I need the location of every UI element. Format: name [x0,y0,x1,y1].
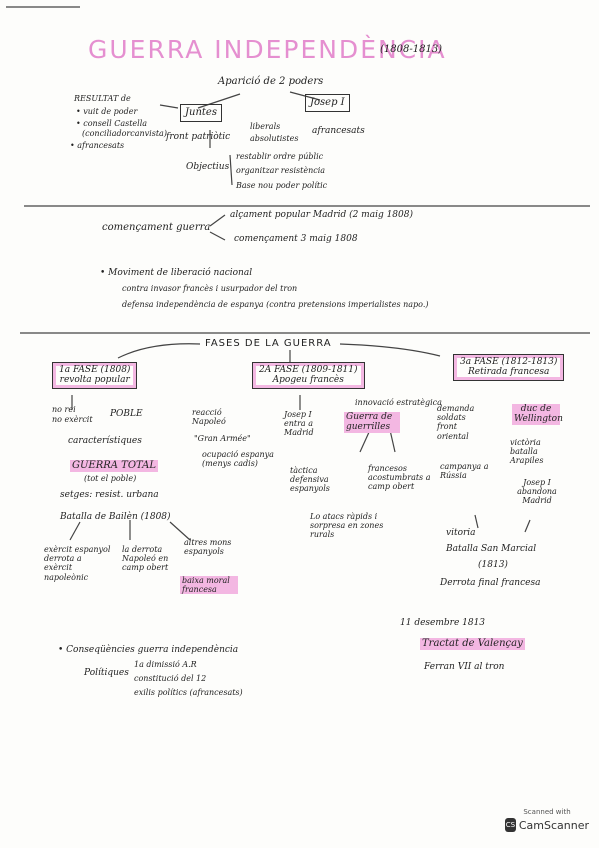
objectiu-item: Base nou poder polític [236,181,328,190]
front-label: front patriòtic [166,132,231,142]
f2-item: reacció Napoleó [192,408,226,427]
f3-item: demanda soldats front oriental [437,404,475,441]
f1b-item: exèrcit espanyol derrota a exèrcit napol… [44,545,111,582]
fase1-subtitle: revolta popular [59,375,130,386]
fase3-subtitle: Retirada francesa [467,367,550,378]
fase2-box: 2A FASE (1809-1811) Apogeu francès [252,362,365,389]
f2-item: innovació estratègica [355,398,442,407]
moviment-item: defensa independència de espanya (contra… [122,300,429,309]
consequencies-label: • Conseqüències guerra independència [58,645,239,655]
objectiu-item: organitzar resistència [236,166,326,175]
liberals-label: liberals [250,122,281,131]
ferran-label: Ferran VII al tron [424,662,505,672]
f2-item: ocupació espanya (menys cadis) [202,450,274,469]
resultat-item: (conciliadorcanvista) [82,129,167,138]
f1b-item: altres mons espanyols [184,538,232,557]
f3-item: Derrota final francesa [440,578,541,588]
comencament-label: començament guerra [102,222,211,233]
f1-item: setges: resist. urbana [60,490,159,500]
f2-item: "Gran Armée" [194,434,251,443]
resultat-item: • afrancesats [70,141,125,150]
f2-item: Lo atacs ràpids i sorpresa en zones rura… [310,512,384,540]
f3-item: (1813) [478,560,508,570]
f3-item: Batalla San Marcial [446,544,537,554]
tractat-label: Tractat de Valençay [420,638,525,650]
aparicio-label: Aparició de 2 poders [218,76,324,87]
fase1-title: 1a FASE (1808) [59,365,131,375]
f1-item: no rei [52,405,76,414]
juntes-box: Juntes [180,104,222,122]
fase1-box: 1a FASE (1808) revolta popular [52,362,138,389]
date-label: 11 desembre 1813 [400,618,486,628]
objectius-label: Objectius [186,162,230,172]
f2-item: Guerra de guerrilles [344,412,400,433]
camscanner-name: CamScanner [518,818,589,832]
comencament-date: començament 3 maig 1808 [234,234,358,244]
f1-item: POBLE [110,409,143,419]
politiques-label: Polítiques [84,668,129,678]
politica-item: exilis polítics (afrancesats) [134,688,243,697]
camscanner-logo-icon: CS [505,818,516,832]
fase3-title: 3a FASE (1812-1813) [460,357,558,367]
f2-item: Josep I entra a Madrid [284,410,314,438]
fase3-box: 3a FASE (1812-1813) Retirada francesa [453,354,565,381]
fase2-subtitle: Apogeu francès [272,375,344,386]
f3-item: Josep I abandona Madrid [517,478,557,506]
f3-item: duc de Wellington [512,404,563,425]
f1b-item: baixa moral francesa [180,576,238,595]
f1-item: característiques [68,436,142,446]
f3-item: campanya a Rússia [440,462,489,481]
f1-item: (tot el poble) [84,474,137,483]
moviment-label: • Moviment de liberació nacional [100,268,253,278]
f1-item: no exèrcit [52,415,93,424]
alcament-label: alçament popular Madrid (2 maig 1808) [230,210,413,220]
fase2-title: 2A FASE (1809-1811) [259,365,358,375]
absolutistes-label: absolutistes [250,134,299,143]
page-title: GUERRA INDEPENDÈNCIA [88,35,447,64]
f2-item: tàctica defensiva espanyols [290,466,330,494]
fases-heading: FASES DE LA GUERRA [205,338,332,349]
politica-item: 1a dimissió A.R [134,660,197,669]
f1b-item: la derrota Napoleó en camp obert [122,545,169,573]
title-dates: (1808-1813) [380,44,443,55]
resultat-label: RESULTAT de [74,94,131,103]
f1-item: Batalla de Bailèn (1808) [60,512,171,522]
resultat-item: • consell Castella [76,119,148,128]
f1-item: GUERRA TOTAL [70,460,159,472]
moviment-item: contra invasor francès i usurpador del t… [122,284,298,293]
afrancesats-label: afrancesats [312,126,365,136]
scanned-with-label: Scanned with [523,808,571,816]
objectiu-item: restablir ordre públic [236,152,324,161]
josep-box: Josep I [305,94,350,112]
resultat-item: • vuit de poder [76,107,138,116]
politica-item: constitució del 12 [134,674,207,683]
camscanner-badge: Scanned with CS CamScanner [505,808,589,840]
f3-item: vitoria [446,528,476,538]
f3-item: victòria batalla Arapiles [510,438,544,466]
f2-item: francesos acostumbrats a camp obert [368,464,431,492]
